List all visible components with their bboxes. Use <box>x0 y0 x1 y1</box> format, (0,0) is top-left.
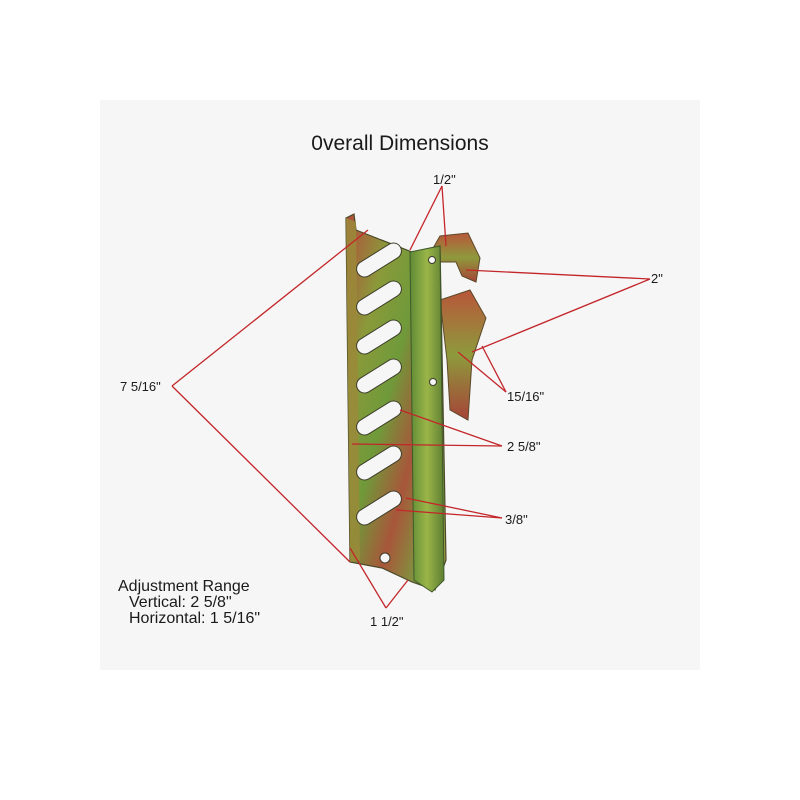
lower-hook <box>439 289 487 421</box>
dim-label-bottom-width: 1 1/2" <box>370 614 404 629</box>
adjustment-heading: Adjustment Range <box>118 578 250 595</box>
adjustment-slots <box>356 242 402 526</box>
mounting-holes <box>379 256 437 564</box>
dim-label-hook-depth: 15/16" <box>507 389 545 404</box>
adjustment-vertical: Vertical: 2 5/8" <box>129 594 232 611</box>
dim-label-hook-height: 2" <box>651 271 663 286</box>
bracket-flange <box>346 218 360 562</box>
dim-label-top-width: 1/2" <box>433 172 456 187</box>
dim-label-slot-length: 2 5/8" <box>507 439 541 454</box>
dim-label-slot-width: 3/8" <box>505 512 528 527</box>
adjustment-range-notes: Adjustment Range Vertical: 2 5/8" Horizo… <box>118 579 260 627</box>
dimension-lines <box>171 185 651 609</box>
diagram-title: 0verall Dimensions <box>311 132 489 155</box>
dim-label-overall-height: 7 5/16" <box>120 379 161 394</box>
adjustment-horizontal: Horizontal: 1 5/16" <box>129 610 261 627</box>
